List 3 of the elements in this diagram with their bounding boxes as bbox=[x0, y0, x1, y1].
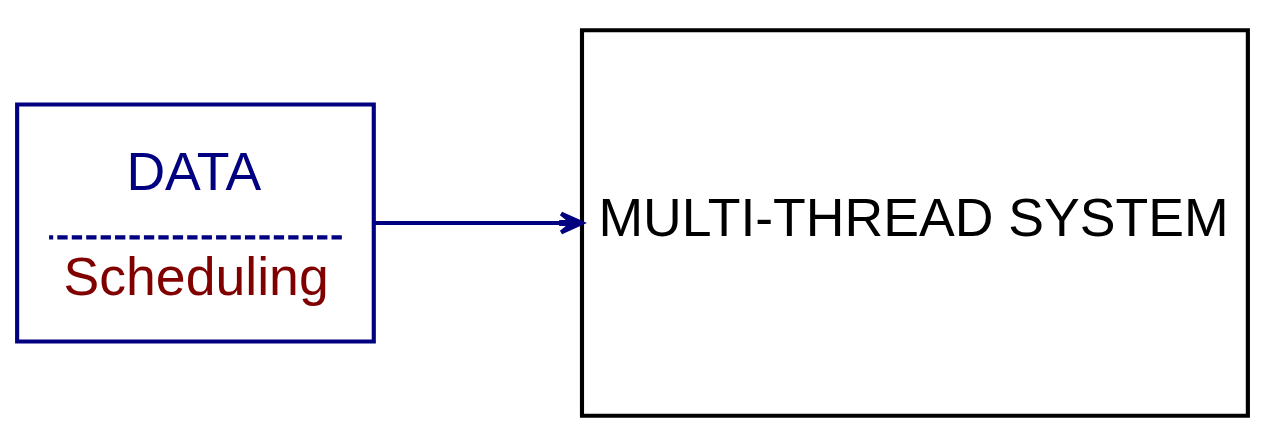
arrow bbox=[374, 211, 584, 234]
node-box: DATA Scheduling bbox=[15, 101, 376, 344]
node-box: MULTI-THREAD SYSTEM bbox=[579, 27, 1250, 418]
